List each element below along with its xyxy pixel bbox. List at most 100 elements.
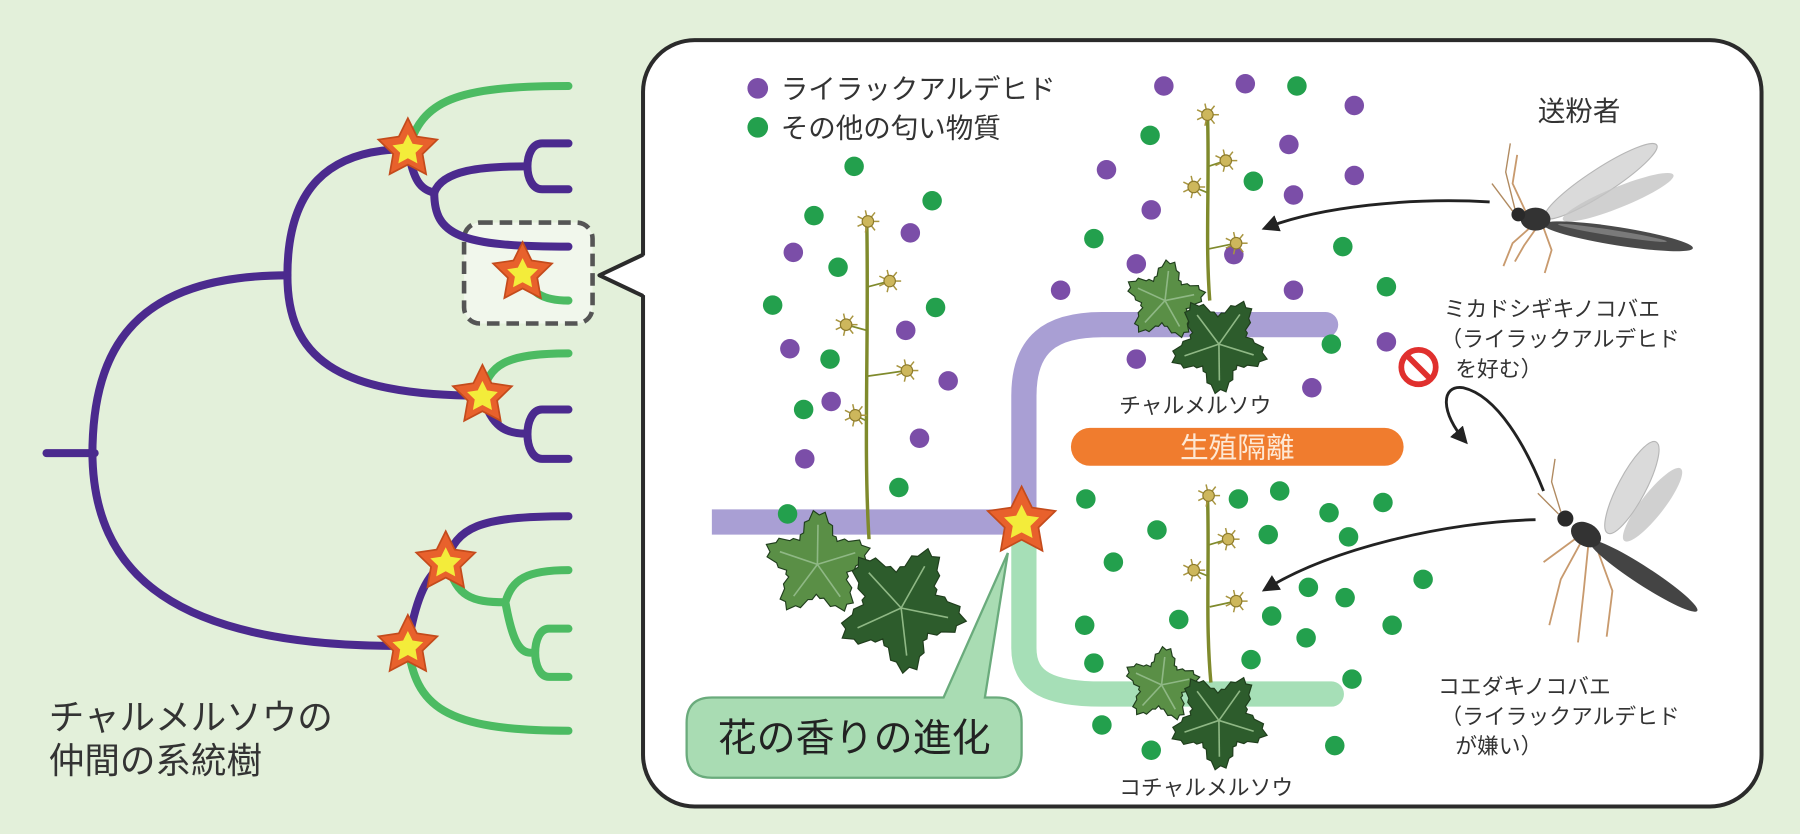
lilac-aldehyde-dot xyxy=(821,391,841,412)
gnat-2-legs xyxy=(1543,536,1614,643)
flower-stalk xyxy=(866,369,908,378)
star-icon xyxy=(414,529,478,589)
gnat-2-abdomen xyxy=(1589,540,1698,612)
lilac-aldehyde-dot xyxy=(1126,349,1147,369)
other-scent-dot xyxy=(1147,520,1167,540)
lilac-aldehyde-dot xyxy=(1235,73,1256,94)
flower xyxy=(1208,527,1240,551)
flower-center xyxy=(900,364,914,377)
star-center xyxy=(1004,504,1040,539)
other-scent-dot xyxy=(1103,552,1124,572)
leaf-vein xyxy=(900,565,926,609)
gnat-1-leg xyxy=(1541,224,1553,274)
lilac-aldehyde-dot xyxy=(1279,134,1299,155)
other-scent-dot xyxy=(1258,524,1278,545)
leaf-vein xyxy=(1196,690,1220,721)
cherry-1 xyxy=(523,139,573,194)
other-scent-dot xyxy=(1228,489,1249,509)
other-scent-dot xyxy=(1141,740,1161,761)
lilac-aldehyde-dot xyxy=(795,449,815,469)
plant-kocharumerusou xyxy=(1125,484,1269,771)
flower xyxy=(857,210,880,233)
scent-dots xyxy=(762,73,1433,761)
leaf-vein xyxy=(1137,287,1166,302)
other-scent-dot xyxy=(1373,492,1393,513)
leaf-vein xyxy=(900,607,908,656)
other-scent-dot xyxy=(1261,606,1282,626)
gnat-2-thorax xyxy=(1570,521,1602,548)
other-scent-dot xyxy=(1413,569,1433,590)
evolution-bubble xyxy=(685,552,1023,779)
lilac-aldehyde-dot xyxy=(938,371,958,391)
gnat-2-wing xyxy=(1604,440,1660,535)
isolation-pill xyxy=(1070,427,1404,466)
star-icon xyxy=(376,116,440,176)
gnat-1-antenna xyxy=(1505,143,1516,209)
other-scent-dot xyxy=(1298,577,1319,598)
other-scent-dot xyxy=(1335,587,1355,608)
lilac-aldehyde-dot xyxy=(1224,244,1244,265)
leaf-vein xyxy=(1184,343,1220,357)
plant-label-kocharumerusou: コチャルメルソウ xyxy=(1119,776,1293,801)
leaf-vein xyxy=(857,607,902,629)
leaf-vein xyxy=(900,607,949,619)
branch-to-star-1 xyxy=(283,145,412,280)
leaf-vein xyxy=(1218,719,1254,732)
lilac-aldehyde-dot xyxy=(783,242,804,263)
leaf-vein xyxy=(1164,293,1195,302)
leaf-vein xyxy=(1144,300,1166,324)
other-scent-dot xyxy=(1076,489,1096,509)
other-scent-dot xyxy=(793,399,814,420)
other-scent-dot xyxy=(1376,277,1397,297)
leaf xyxy=(1171,300,1269,395)
pollinator-2-name: コエダキノコバエ xyxy=(1438,675,1611,700)
no-entry-icon xyxy=(1398,347,1439,388)
gnat-1-head xyxy=(1511,207,1526,222)
lilac-aldehyde-dot xyxy=(1344,165,1365,186)
leaf-vein xyxy=(1218,313,1241,345)
flower xyxy=(1197,484,1221,507)
leaf-vein xyxy=(1218,343,1254,356)
gnat-2-head xyxy=(1557,510,1574,527)
other-scent-dot xyxy=(820,349,840,369)
other-scent-dot xyxy=(1338,527,1359,547)
other-scent-dot xyxy=(804,205,824,226)
isolation-label: 生殖隔離 xyxy=(1180,431,1295,465)
leaf-vein xyxy=(779,550,818,566)
leaf-vein xyxy=(1161,678,1190,686)
attraction-arrow-2 xyxy=(1261,518,1536,592)
flower xyxy=(1196,103,1219,127)
gnat-2-antenna xyxy=(1550,458,1562,512)
star-center xyxy=(392,630,424,661)
leaf-vein xyxy=(816,563,841,598)
leaf xyxy=(1125,645,1201,721)
flower xyxy=(1208,231,1248,255)
leaf-vein xyxy=(1160,656,1166,685)
legend: ライラックアルデヒド その他の匂い物質 xyxy=(747,74,1056,145)
leaf-vein xyxy=(1184,719,1220,733)
flower xyxy=(1208,149,1238,172)
plant-stem xyxy=(1205,493,1213,683)
flower xyxy=(835,313,867,336)
other-scent-dot xyxy=(1333,236,1353,257)
lilac-aldehyde-dot xyxy=(780,338,800,359)
other-scent-dot xyxy=(1074,615,1095,635)
pollinator-1-note-1: （ライラックアルデヒド xyxy=(1440,327,1679,352)
gnat-1-antenna xyxy=(1491,183,1514,212)
flower xyxy=(1209,589,1248,613)
flower xyxy=(1183,175,1208,199)
flower-center xyxy=(1202,489,1215,502)
leaf xyxy=(1171,676,1269,771)
other-scent-dot xyxy=(844,156,864,177)
rejection-arrow xyxy=(1444,386,1545,492)
other-scent-dot xyxy=(777,504,798,524)
plant-left xyxy=(765,210,968,675)
tree-caption-line-1: チャルメルソウの xyxy=(49,698,333,739)
flower-center xyxy=(1219,154,1233,167)
other-scent-dot xyxy=(1269,481,1290,501)
mikado-fungus-gnat-icon xyxy=(1491,142,1693,274)
plant-charumerusou xyxy=(1127,103,1269,395)
leaf-vein xyxy=(1164,300,1181,327)
gnat-1-abdomen-highlight xyxy=(1558,223,1667,242)
